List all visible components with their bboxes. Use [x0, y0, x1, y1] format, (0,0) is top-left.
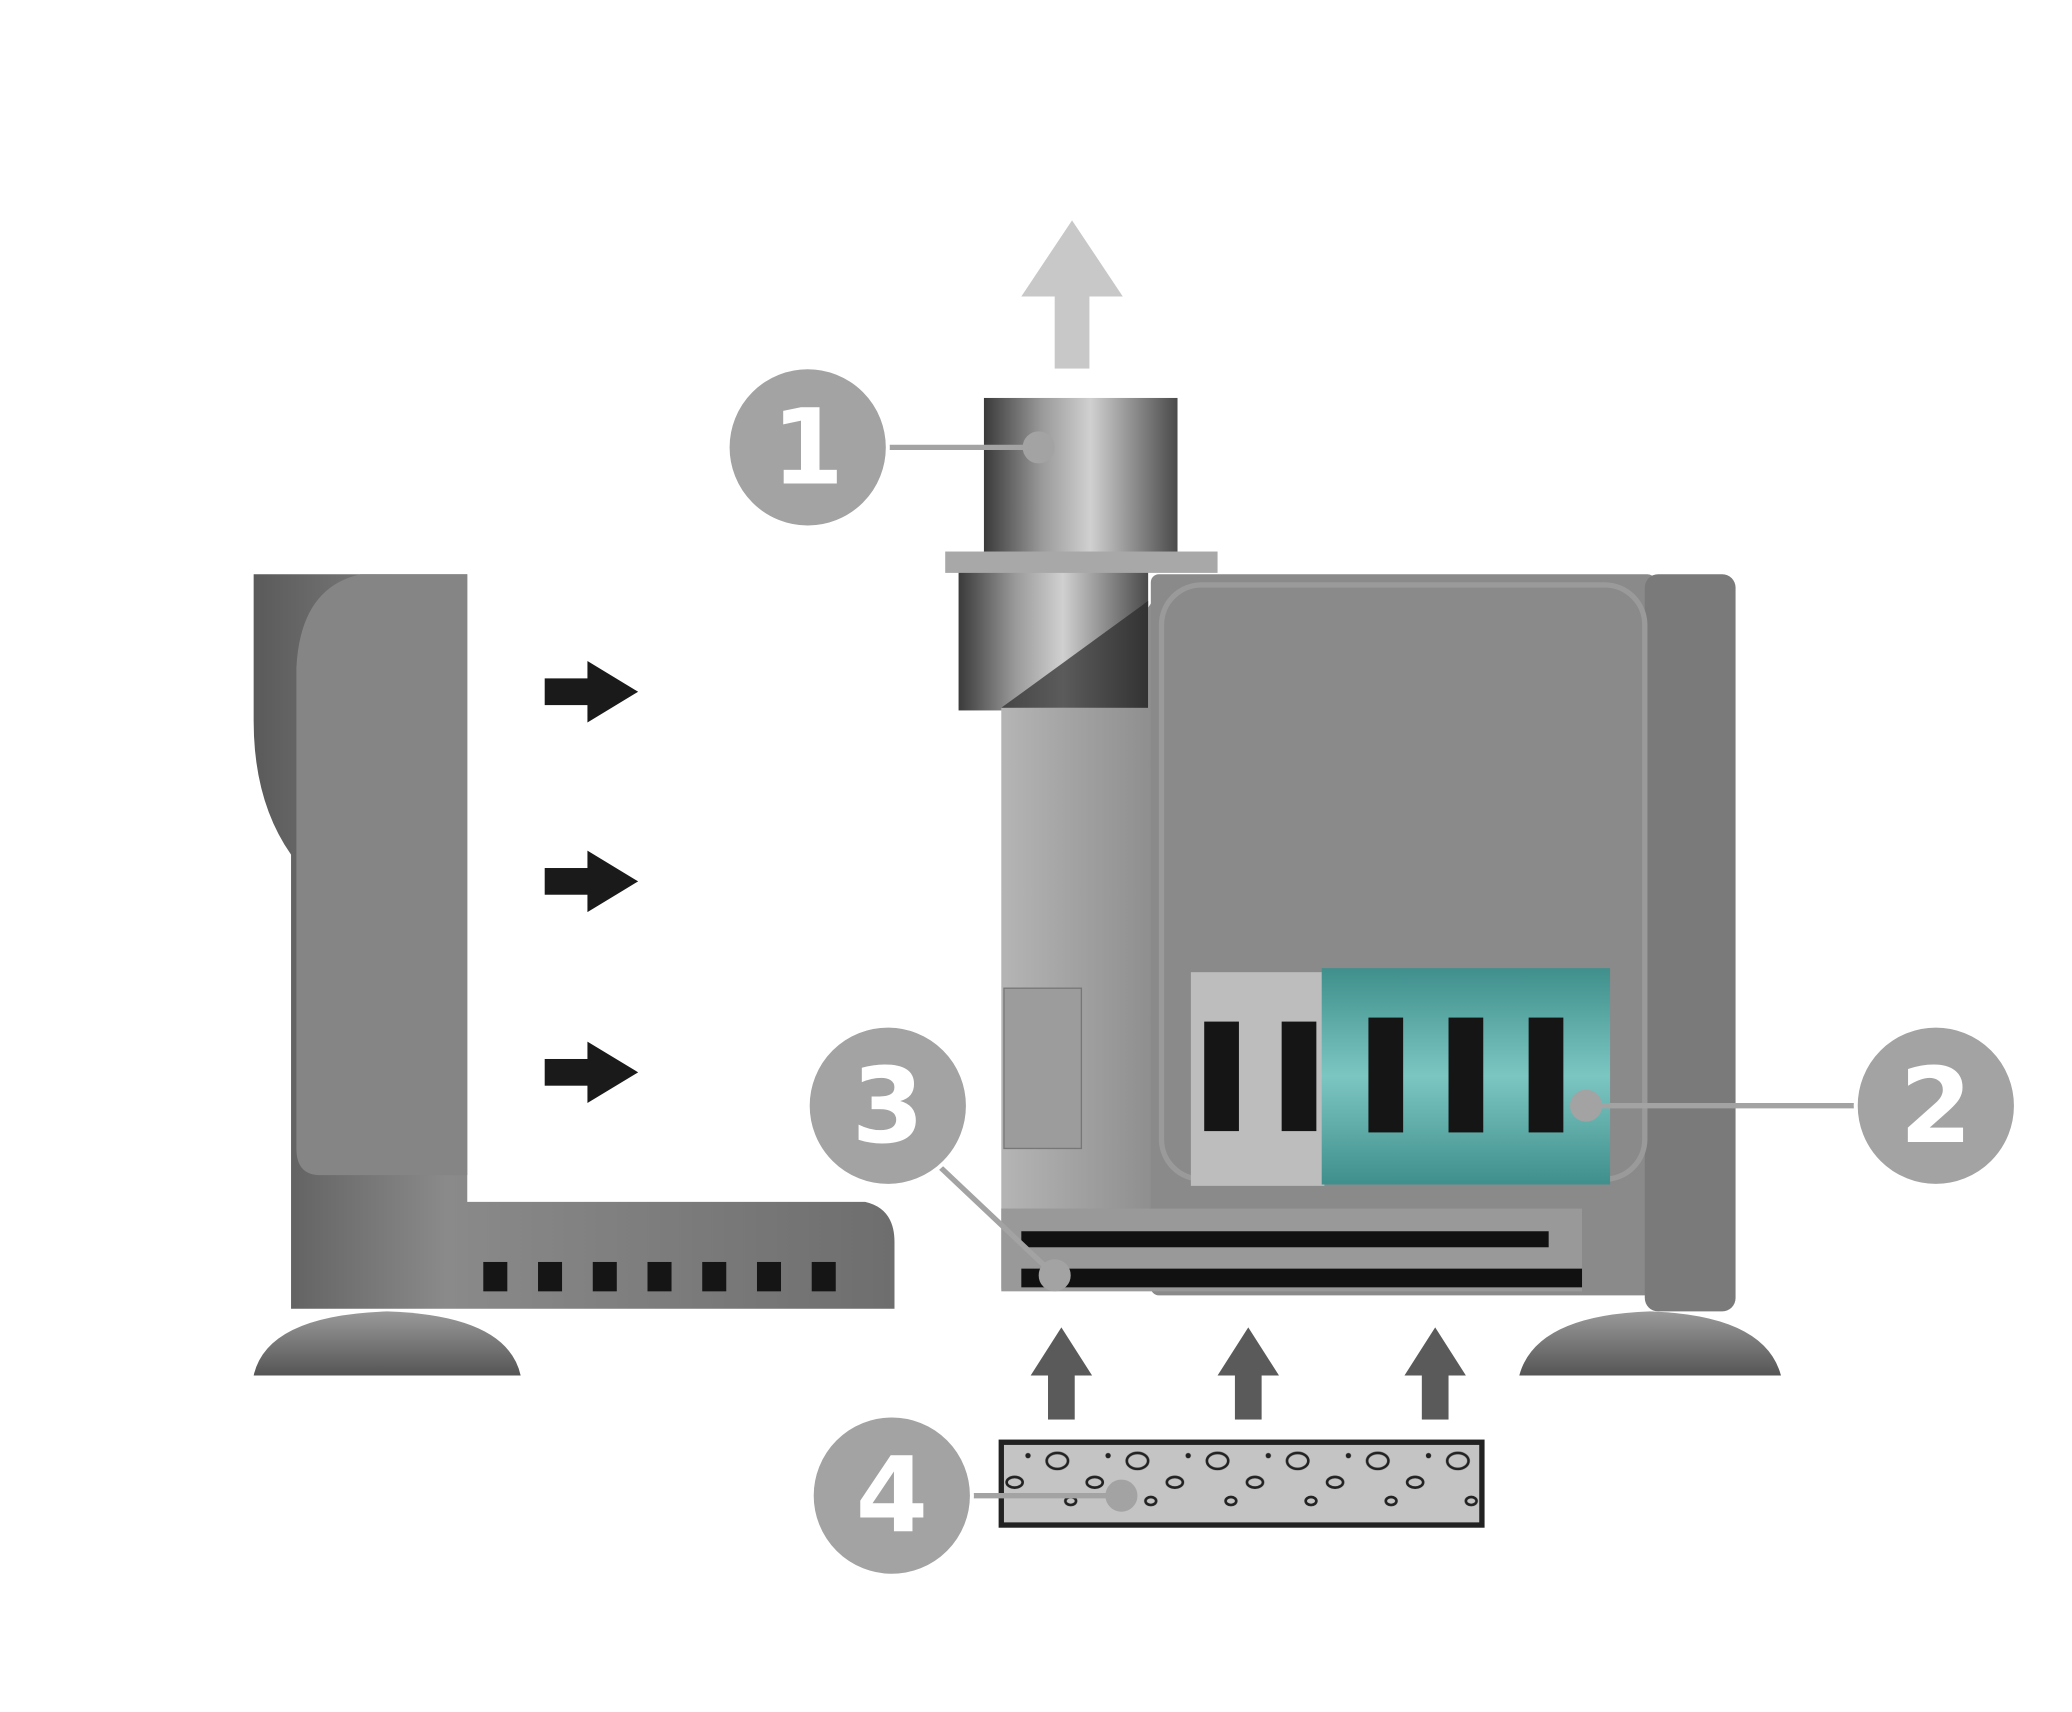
outflow-arrow-icon: [1021, 220, 1123, 369]
arrow-right-icon: [544, 850, 639, 913]
arrow-right-icon: [544, 661, 639, 723]
suction-cup-right: [1519, 1311, 1781, 1376]
outlet-tube: [983, 397, 1178, 555]
arrow-up-icon: [1217, 1327, 1279, 1420]
callout-label: 4: [856, 1435, 928, 1557]
intake-arrows: [1030, 1327, 1466, 1420]
callout-4: 4: [809, 1413, 974, 1578]
arrow-up-icon: [1030, 1327, 1093, 1420]
pump-body: [945, 397, 1781, 1376]
callout-2: 2: [1853, 1023, 2018, 1188]
filter-housing-side: [253, 574, 895, 1376]
suction-cup-left: [253, 1311, 521, 1376]
callout-label: 1: [771, 386, 843, 508]
callout-1: 1: [725, 365, 890, 530]
arrow-up-icon: [1404, 1327, 1466, 1420]
filter-sponge: [998, 1439, 1485, 1528]
callout-label: 3: [852, 1045, 924, 1167]
callout-3: 3: [805, 1023, 970, 1188]
inflow-arrows: [544, 661, 639, 1104]
arrow-right-icon: [544, 1041, 639, 1104]
leader-lines: [881, 431, 1856, 1512]
callout-label: 2: [1900, 1045, 1972, 1167]
